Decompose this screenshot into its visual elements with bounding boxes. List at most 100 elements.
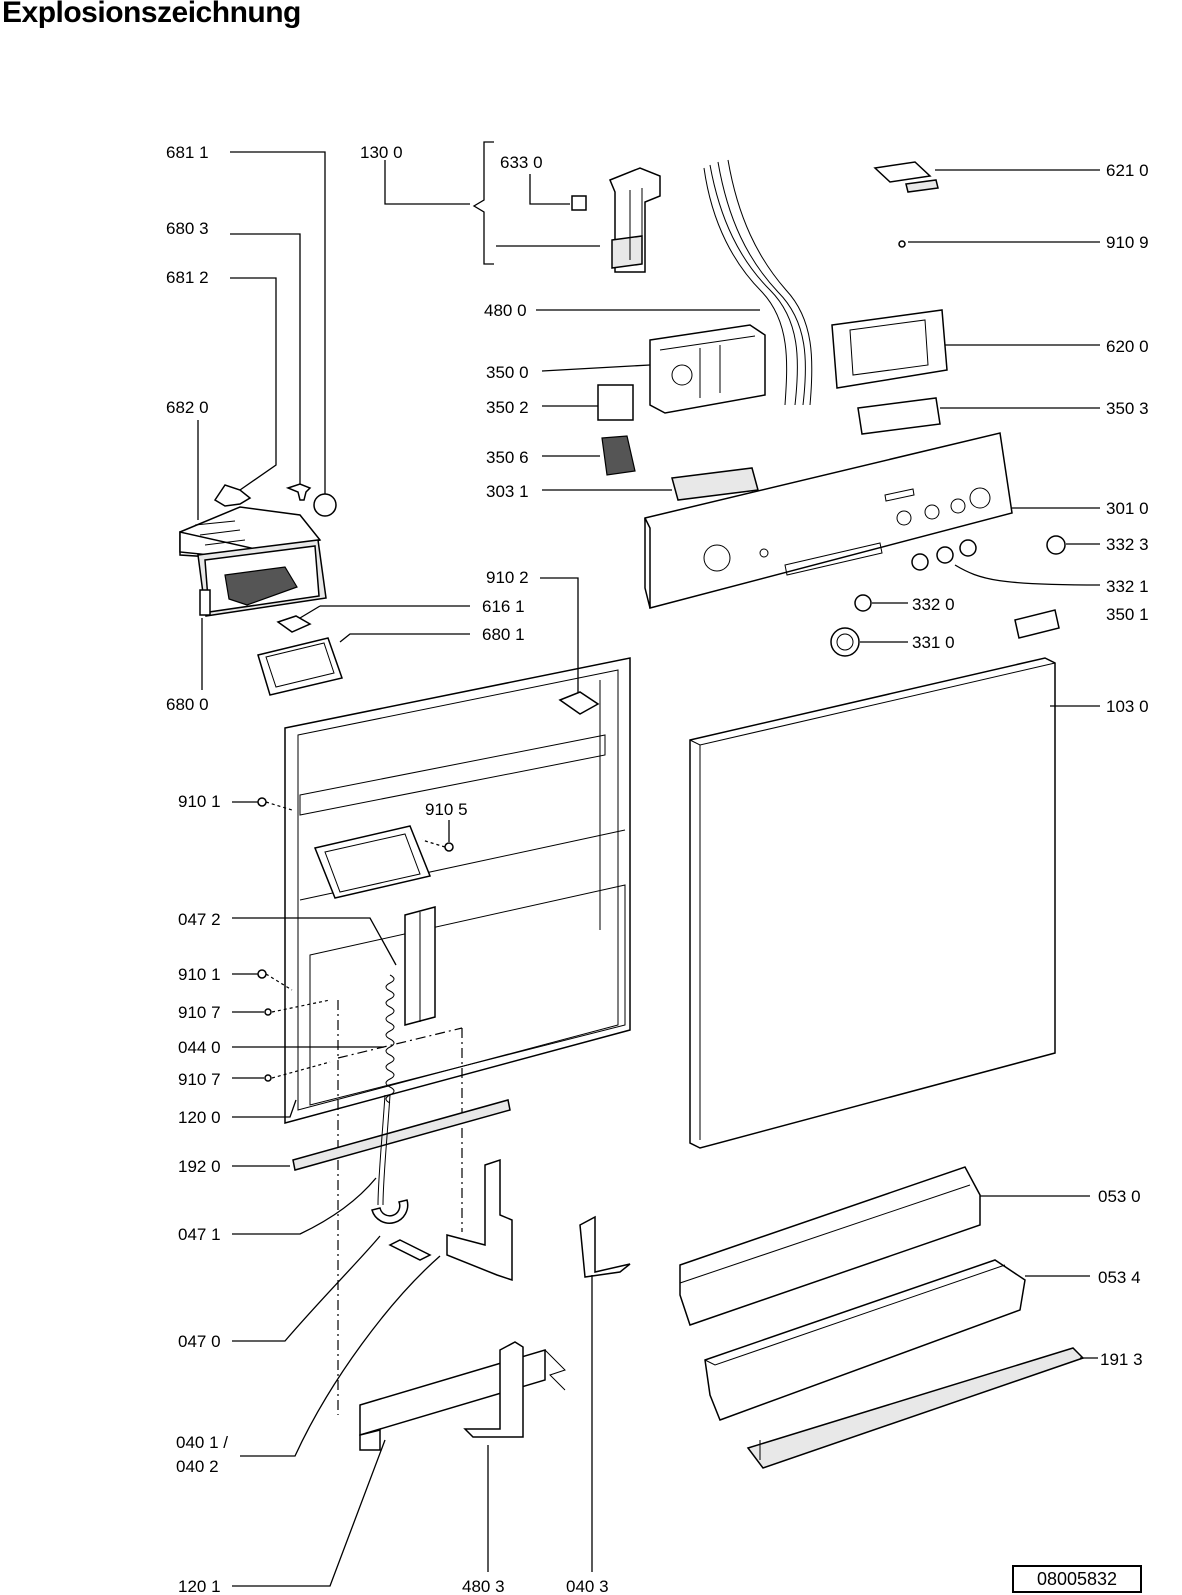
label-191-3: 191 3 <box>1100 1350 1143 1369</box>
part-616-1-leader: 616 1 <box>276 597 525 633</box>
label-040-1: 040 1 / <box>176 1433 228 1452</box>
label-910-2: 910 2 <box>486 568 529 587</box>
lever-681-2 <box>213 484 252 507</box>
cable-047-1: 047 1 <box>178 1094 391 1244</box>
part-621-0-leader: 621 0 <box>873 161 1149 193</box>
part-680-3-leader: 680 3 <box>166 219 301 485</box>
dispenser-682-0 <box>179 506 327 617</box>
label-680-1: 680 1 <box>482 625 525 644</box>
pulley-047-0: 047 0 <box>178 1199 432 1351</box>
kick-plate-053-0: 053 0 <box>679 1166 1141 1326</box>
part-350-6-leader: 350 6 <box>486 435 636 476</box>
part-910-5-leader: 910 5 <box>421 800 468 852</box>
part-350-2-leader: 350 2 <box>486 384 634 421</box>
part-910-7-top-leader: 910 7 <box>178 999 331 1022</box>
knobs-332-1: 332 1 <box>911 539 1149 596</box>
label-130-0: 130 0 <box>360 143 403 162</box>
label-350-0: 350 0 <box>486 363 529 382</box>
label-331-0: 331 0 <box>912 633 955 652</box>
control-board-350-0: 350 0 <box>486 324 766 414</box>
label-053-0: 053 0 <box>1098 1187 1141 1206</box>
label-047-1: 047 1 <box>178 1225 221 1244</box>
control-panel-301-0: 301 0 <box>644 432 1149 609</box>
label-682-0: 682 0 <box>166 398 209 417</box>
clip-680-3 <box>285 483 312 501</box>
label-047-2: 047 2 <box>178 910 221 929</box>
part-480-3-leader: 480 3 <box>462 1341 524 1595</box>
knob-332-0: 332 0 <box>854 594 955 614</box>
wiring-harness-480-0: 480 0 <box>484 159 813 406</box>
label-332-3: 332 3 <box>1106 535 1149 554</box>
spring-044-0: 044 0 <box>178 974 395 1104</box>
label-633-0: 633 0 <box>500 153 543 172</box>
kick-panel-053-4: 053 4 <box>704 1259 1141 1421</box>
inner-door-120-0: 120 0 <box>178 657 631 1127</box>
label-120-1: 120 1 <box>178 1577 221 1595</box>
panel-040-1 <box>359 1348 566 1451</box>
part-120-1-leader: 120 1 <box>178 1439 386 1595</box>
knob-332-3: 332 3 <box>1046 535 1149 555</box>
label-480-3: 480 3 <box>462 1577 505 1595</box>
seal-cap-681-1 <box>313 493 337 517</box>
label-040-2: 040 2 <box>176 1457 219 1476</box>
label-910-9: 910 9 <box>1106 233 1149 252</box>
label-332-1: 332 1 <box>1106 577 1149 596</box>
label-040-3: 040 3 <box>566 1577 609 1595</box>
label-681-1: 681 1 <box>166 143 209 162</box>
label-120-0: 120 0 <box>178 1108 221 1127</box>
gasket-192-0: 192 0 <box>178 1099 511 1176</box>
part-130-0-leader: 130 0 <box>360 141 494 265</box>
part-040-3-leader: 040 3 <box>566 1215 631 1595</box>
label-350-2: 350 2 <box>486 398 529 417</box>
bracket-right <box>446 1158 513 1282</box>
hinge-bracket <box>404 906 436 1026</box>
part-910-7-bottom-leader: 910 7 <box>178 1061 331 1089</box>
label-910-1-lower: 910 1 <box>178 965 221 984</box>
label-192-0: 192 0 <box>178 1157 221 1176</box>
label-620-0: 620 0 <box>1106 337 1149 356</box>
part-682-0-leader: 682 0 <box>166 398 209 520</box>
part-303-1-leader: 303 1 <box>486 467 759 501</box>
part-681-1-leader: 681 1 <box>166 143 326 495</box>
label-047-0: 047 0 <box>178 1332 221 1351</box>
label-621-0: 621 0 <box>1106 161 1149 180</box>
label-681-2: 681 2 <box>166 268 209 287</box>
outer-door-103-0: 103 0 <box>689 657 1149 1149</box>
reference-number-box: 08005832 <box>1012 1565 1142 1593</box>
label-910-7-top: 910 7 <box>178 1003 221 1022</box>
label-350-1: 350 1 <box>1106 605 1149 624</box>
page-title: Explosionszeichnung <box>2 0 301 29</box>
label-303-1: 303 1 <box>486 482 529 501</box>
part-910-2-leader: 910 2 <box>486 568 600 715</box>
label-301-0: 301 0 <box>1106 499 1149 518</box>
part-680-1-leader: 680 1 <box>257 625 525 696</box>
hinge-assembly <box>609 167 661 273</box>
label-480-0: 480 0 <box>484 301 527 320</box>
knob-331-0: 331 0 <box>830 627 955 657</box>
label-910-5: 910 5 <box>425 800 468 819</box>
label-350-3: 350 3 <box>1106 399 1149 418</box>
part-047-2-leader: 047 2 <box>178 910 397 966</box>
part-350-1: 350 1 <box>1014 605 1149 639</box>
window-680-1-on-door <box>313 825 432 899</box>
part-680-0-leader: 680 0 <box>166 618 209 714</box>
label-680-3: 680 3 <box>166 219 209 238</box>
label-680-0: 680 0 <box>166 695 209 714</box>
part-910-9-leader: 910 9 <box>898 233 1149 252</box>
label-103-0: 103 0 <box>1106 697 1149 716</box>
part-350-3-leader: 350 3 <box>857 397 1149 435</box>
part-620-0-leader: 620 0 <box>831 309 1149 389</box>
part-633-0-leader: 633 0 <box>496 153 600 247</box>
part-910-1-top-leader: 910 1 <box>178 792 293 811</box>
part-040-1-leader: 040 1 / 040 2 <box>176 1255 441 1476</box>
label-350-6: 350 6 <box>486 448 529 467</box>
part-681-2-leader: 681 2 <box>166 268 277 491</box>
label-910-1-top: 910 1 <box>178 792 221 811</box>
label-053-4: 053 4 <box>1098 1268 1141 1287</box>
part-910-1-lower-leader: 910 1 <box>178 965 293 991</box>
label-332-0: 332 0 <box>912 595 955 614</box>
label-616-1: 616 1 <box>482 597 525 616</box>
seal-strip-191-3: 191 3 <box>746 1347 1143 1469</box>
label-910-7-bottom: 910 7 <box>178 1070 221 1089</box>
